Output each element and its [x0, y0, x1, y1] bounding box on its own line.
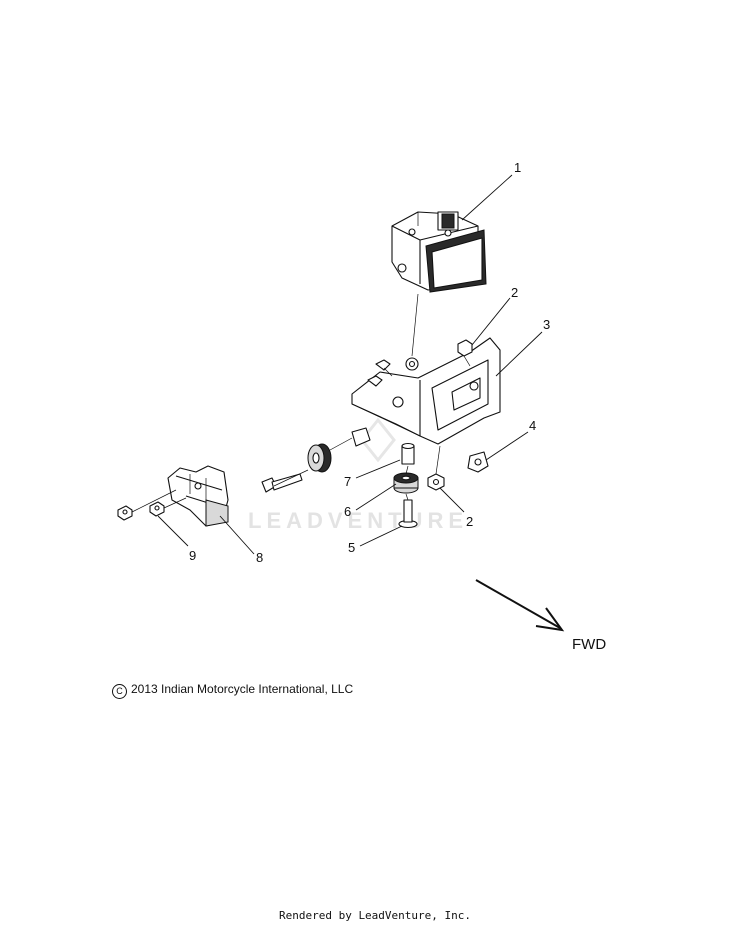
part-7-spacer[interactable]: [401, 442, 415, 465]
watermark-text: LEADVENTURE: [248, 508, 468, 533]
callout-3: 3: [543, 317, 550, 332]
callout-6: 6: [344, 504, 351, 519]
part-9-screw-left[interactable]: [117, 505, 133, 521]
leader-lines: [157, 174, 543, 555]
rendered-by-footer: Rendered by LeadVenture, Inc.: [278, 909, 472, 922]
copyright-notice: C 2013 Indian Motorcycle International, L…: [112, 682, 353, 699]
watermark-logo-icon: [360, 417, 396, 463]
part-6-grommet[interactable]: [393, 472, 419, 494]
callout-labels: 1 2 3 4 2 7 6 5 9 8: [189, 160, 550, 565]
copyright-icon: C: [112, 684, 127, 699]
callout-1: 1: [514, 160, 521, 175]
callout-5: 5: [348, 540, 355, 555]
part-2-nut-lower[interactable]: [427, 473, 445, 491]
callout-7: 7: [344, 474, 351, 489]
side-spacer[interactable]: [351, 427, 371, 447]
callout-9: 9: [189, 548, 196, 563]
copyright-text: 2013 Indian Motorcycle International, LL…: [131, 682, 354, 696]
part-3-mounting-bracket[interactable]: [351, 337, 501, 445]
side-bolt[interactable]: [261, 473, 303, 493]
part-8-harness-bracket[interactable]: [167, 465, 229, 527]
side-grommet[interactable]: [307, 443, 332, 473]
callout-2-upper: 2: [511, 285, 518, 300]
fwd-label: FWD: [572, 636, 606, 653]
part-1-abs-module[interactable]: [391, 211, 487, 293]
part-4-clip[interactable]: [467, 451, 489, 473]
leadventure-watermark: LEADVENTURE: [248, 417, 468, 533]
callout-2-lower: 2: [466, 514, 473, 529]
forward-direction-arrow: FWD: [475, 579, 606, 653]
bracket-bolt-lower-left[interactable]: [367, 375, 383, 387]
arrow-head-icon: [535, 607, 565, 632]
bracket-bolt-upper-left[interactable]: [375, 359, 393, 377]
callout-4: 4: [529, 418, 536, 433]
part-2-bolt-upper[interactable]: [457, 339, 473, 367]
callout-8: 8: [256, 550, 263, 565]
part-9-screw-right[interactable]: [149, 501, 165, 517]
explode-alignment-lines: [131, 293, 441, 513]
part-5-bolt[interactable]: [398, 499, 418, 529]
